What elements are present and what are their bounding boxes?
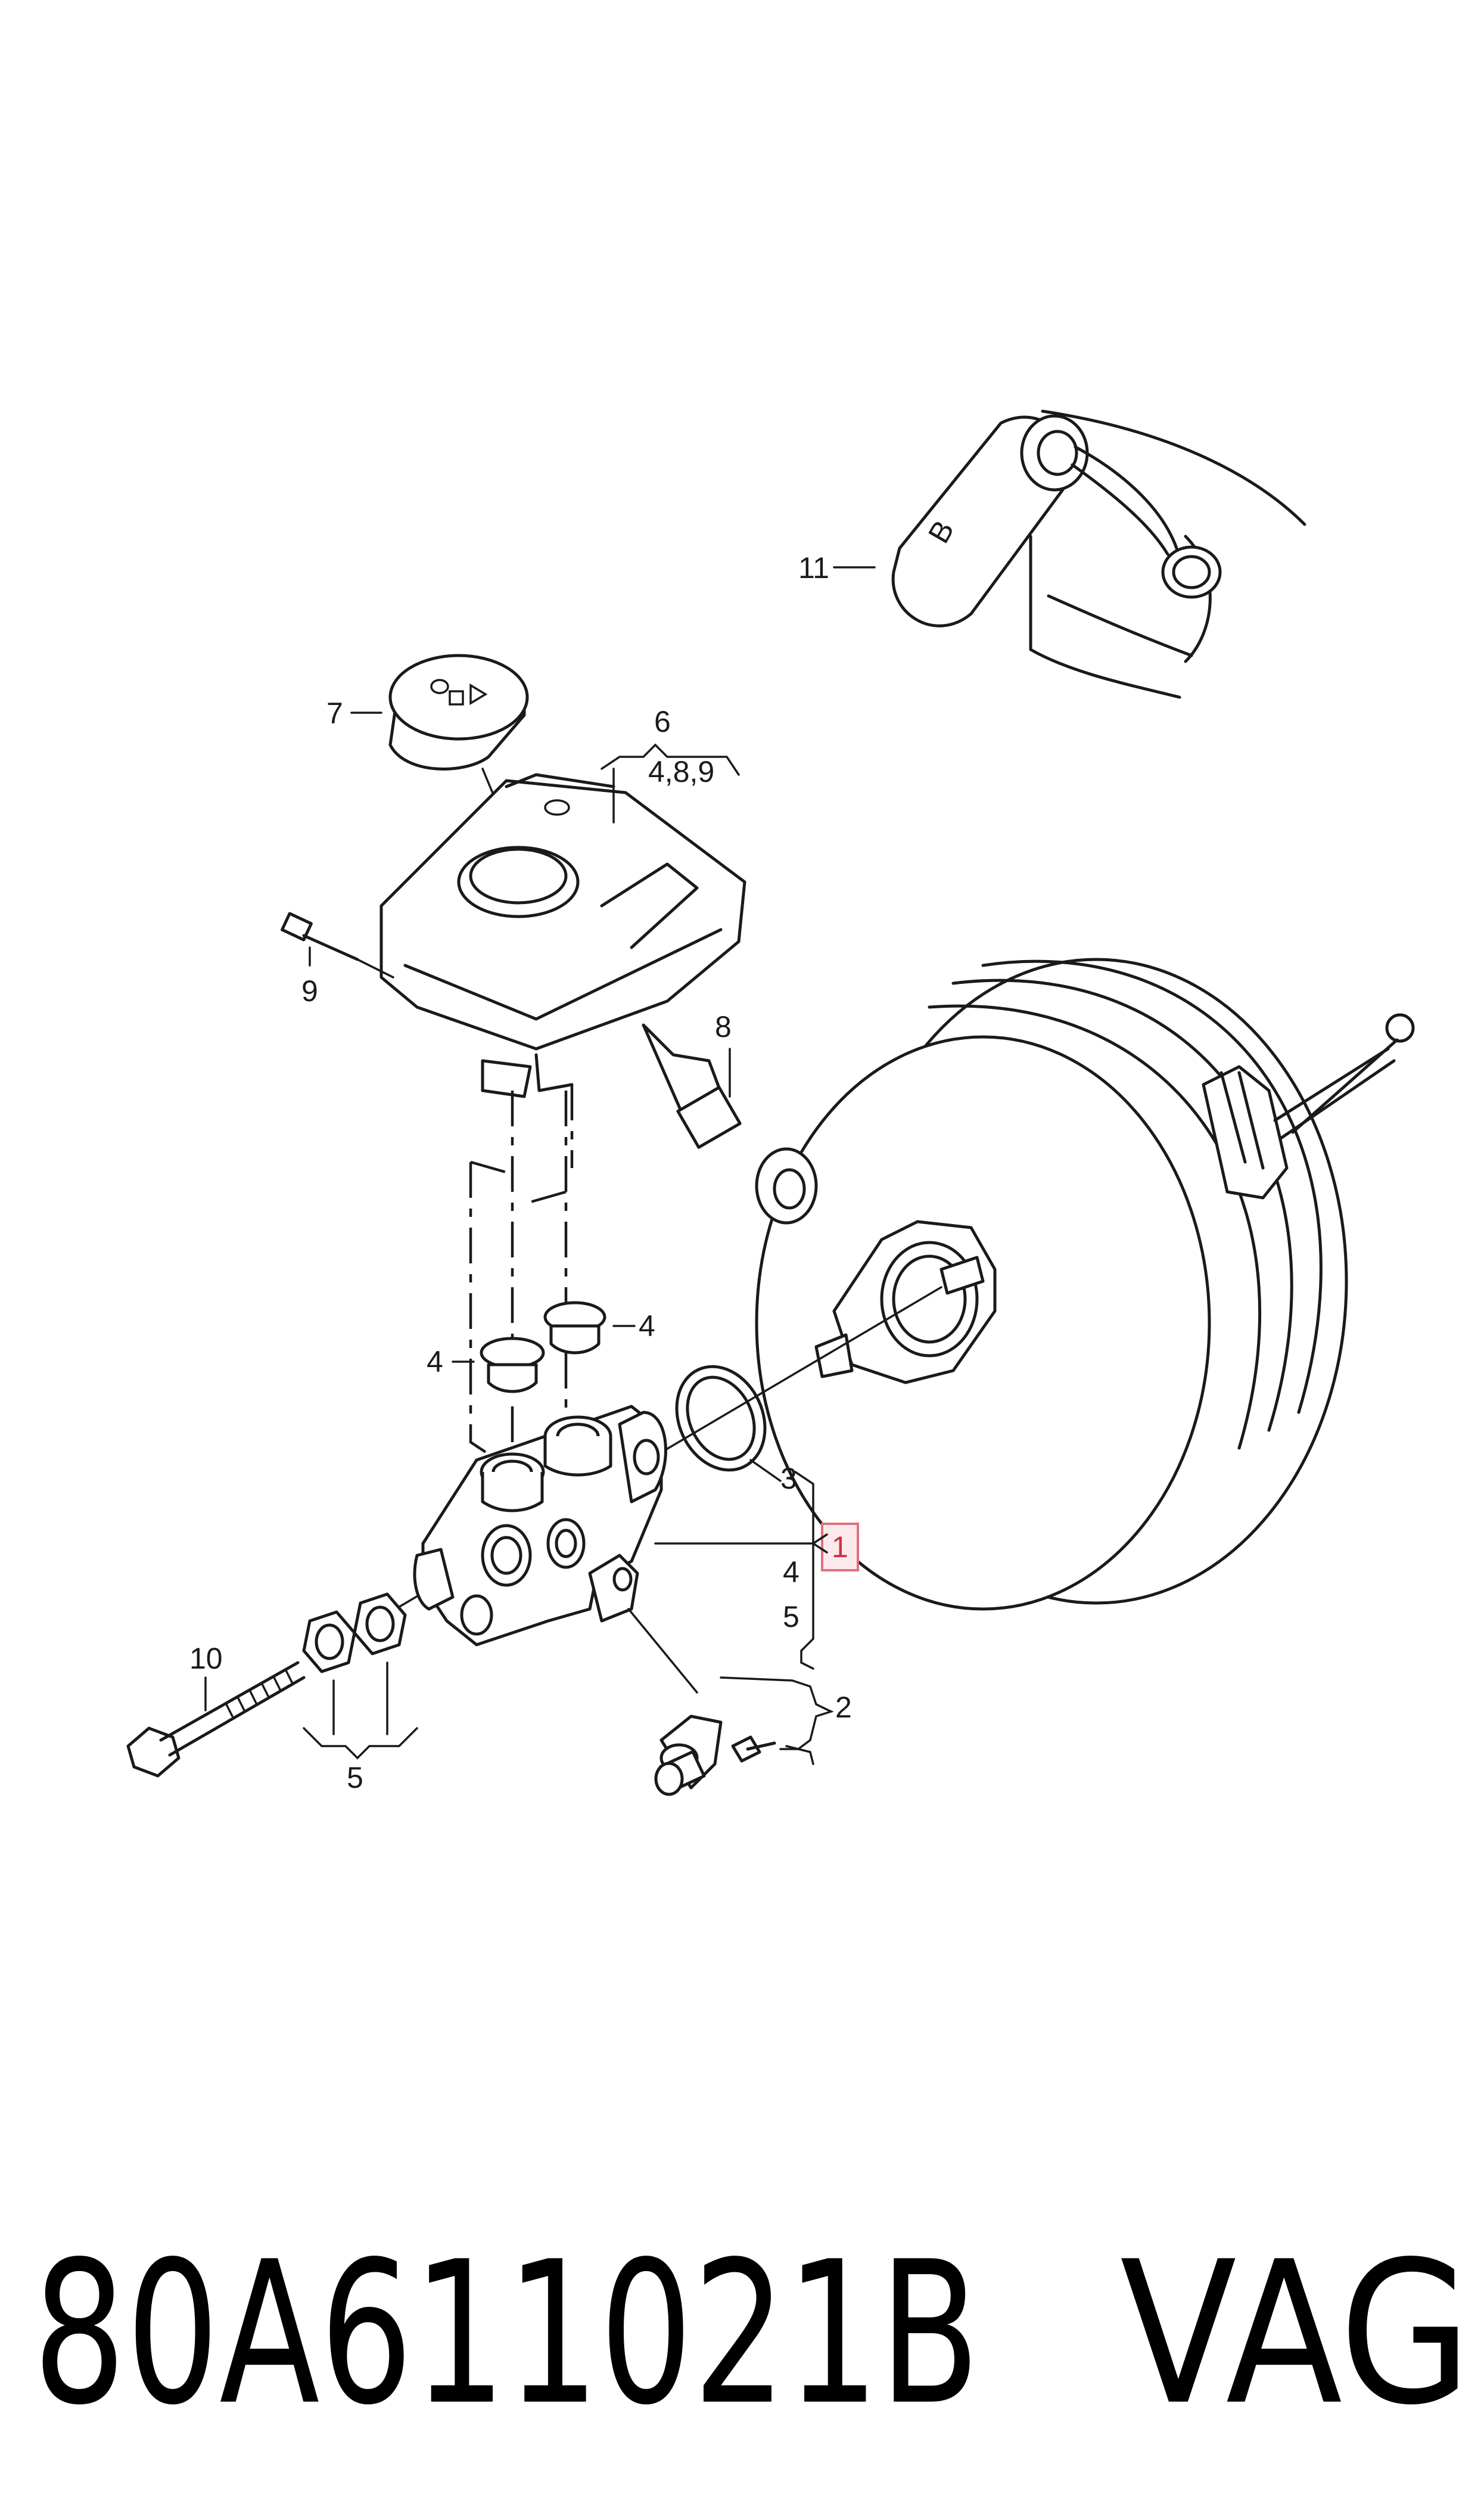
brake-master-cylinder	[413, 1405, 667, 1647]
callout-4-left: 4	[427, 1345, 443, 1378]
part-number: 80A611021B	[33, 2219, 980, 2448]
pressure-sensor	[654, 1714, 776, 1796]
bolt-9	[281, 912, 394, 979]
nut-inner	[353, 1592, 407, 1655]
callout-5-bracket: 5	[783, 1600, 799, 1633]
callout-10: 10	[189, 1642, 223, 1675]
grommet-right	[543, 1301, 606, 1355]
callout-11: 11	[798, 551, 829, 585]
brake-fluid-reservoir	[379, 773, 746, 1149]
long-bolt	[126, 1661, 306, 1778]
callout-2: 2	[835, 1691, 852, 1724]
callout-1[interactable]: 1	[832, 1530, 848, 1564]
brake-booster	[755, 958, 1415, 1611]
callout-4-bracket: 4	[783, 1555, 799, 1589]
inset-cap-detail: B	[891, 409, 1306, 699]
callout-3: 3	[780, 1462, 797, 1495]
nut-outer	[302, 1610, 356, 1673]
reservoir-cap	[388, 654, 529, 771]
callout-7: 7	[326, 697, 343, 730]
grommet-left	[480, 1337, 545, 1393]
callout-5-nuts: 5	[347, 1761, 363, 1794]
callout-1-highlight[interactable]	[821, 1523, 859, 1571]
callout-6-sub: 4,8,9	[648, 755, 714, 788]
brand-name: VAG	[1120, 2219, 1471, 2448]
callout-6: 6	[654, 705, 671, 738]
callout-4-right: 4	[639, 1309, 655, 1343]
callout-8: 8	[715, 1010, 732, 1043]
callout-9: 9	[301, 974, 318, 1008]
